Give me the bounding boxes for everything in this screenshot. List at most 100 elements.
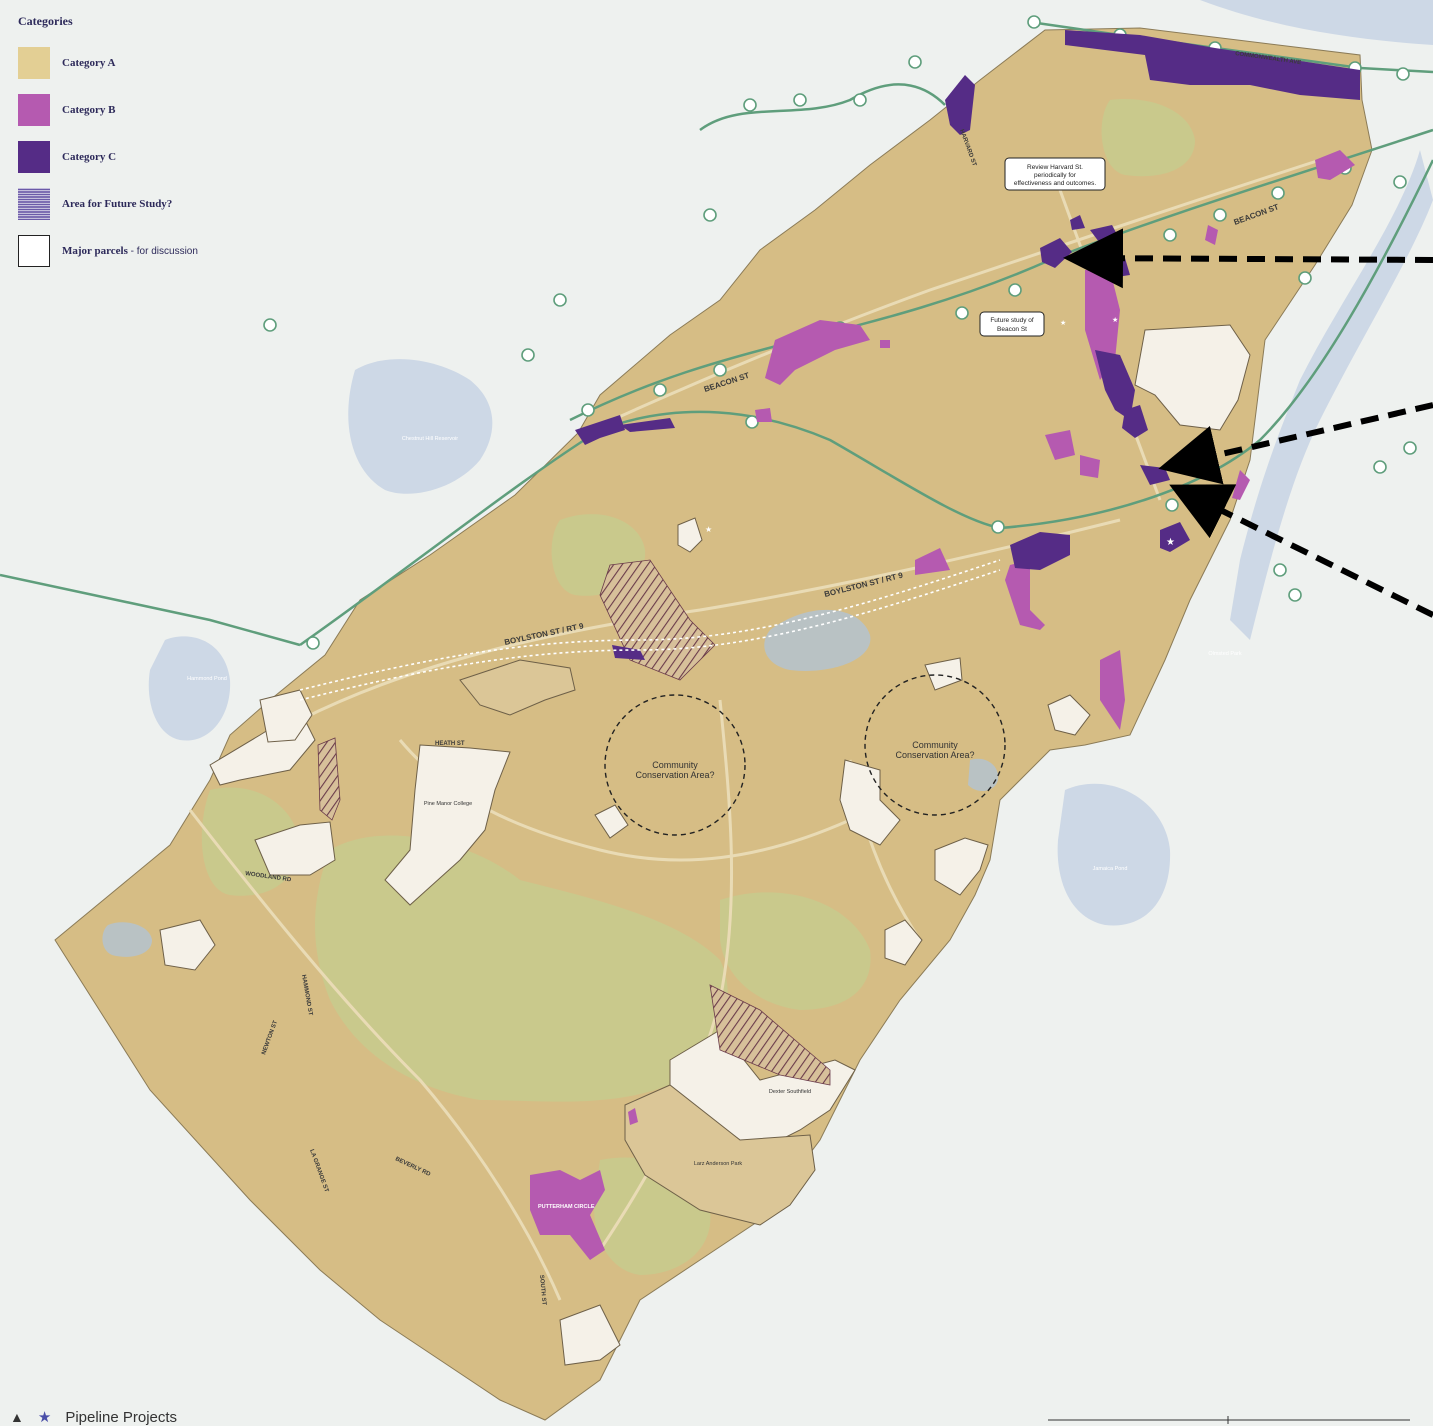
scale-bar (1048, 1416, 1410, 1424)
t-station-icon (1008, 283, 1022, 297)
t-station-icon (1165, 498, 1179, 512)
svg-text:Chestnut Hill Reservoir: Chestnut Hill Reservoir (402, 436, 458, 442)
t-station-icon (703, 208, 717, 222)
legend-item-major-parcels: Major parcels - for discussion (18, 227, 258, 274)
t-station-icon (793, 93, 807, 107)
place-labels: Chestnut Hill Reservoir Hammond Pond Jam… (187, 436, 1242, 1167)
t-station-icon (653, 383, 667, 397)
park-north (1101, 99, 1195, 177)
future-study-hatch-2 (709, 984, 831, 1086)
star-icon: ★ (1112, 316, 1118, 324)
parcel-lower (559, 1304, 621, 1366)
star-icon: ★ (1110, 232, 1119, 243)
pipeline-legend: ▲ ★ Pipeline Projects (10, 1408, 177, 1426)
star-icon: ★ (705, 525, 712, 534)
jamaica-pond (1057, 783, 1171, 926)
green-spaces (201, 99, 1195, 1275)
t-station-icon (1373, 460, 1387, 474)
t-station-icon (745, 415, 759, 429)
svg-text:PUTTERHAM CIRCLE: PUTTERHAM CIRCLE (538, 1204, 595, 1210)
svg-text:Jamaica Pond: Jamaica Pond (1093, 866, 1128, 872)
parcel-beaver (254, 821, 336, 876)
future-study-hatch-3 (317, 737, 341, 821)
legend-item-future-study: Area for Future Study? (18, 180, 258, 227)
t-station-icon (713, 363, 727, 377)
legend-swatch (18, 140, 50, 173)
svg-text:effectiveness and outcomes.: effectiveness and outcomes. (1014, 180, 1096, 187)
callout-boxes: Review Harvard St. periodically for effe… (979, 157, 1106, 337)
t-station-icon (521, 348, 535, 362)
t-station-icon (581, 403, 595, 417)
annotation-arrows (1063, 228, 1433, 618)
conservation-label-4: Conservation Area? (895, 750, 974, 760)
star-icon: ★ (1166, 537, 1175, 548)
t-station-icon (1393, 175, 1407, 189)
svg-text:Pine Manor College: Pine Manor College (424, 801, 472, 807)
major-parcels (159, 324, 1251, 1366)
beacon-callout (979, 311, 1045, 337)
parcel-stockbridge (459, 659, 576, 716)
t-station-icon (955, 306, 969, 320)
legend-swatch (18, 234, 50, 267)
svg-text:Future study of: Future study of (990, 317, 1034, 324)
conservation-circle-west (604, 694, 746, 836)
t-station-icon (743, 98, 757, 112)
legend-title: Categories (18, 14, 73, 28)
t-station-icon (853, 93, 867, 107)
parcel-small-2 (924, 657, 963, 691)
parcel-small-3 (677, 517, 703, 553)
parcel-westmost (259, 689, 313, 743)
t-station-icon (908, 55, 922, 69)
legend-label: Category A (62, 56, 116, 69)
svg-text:Larz Anderson Park: Larz Anderson Park (694, 1161, 743, 1167)
parcel-east-2 (884, 919, 923, 966)
parcel-east-1 (934, 837, 989, 896)
t-station-icon (1273, 563, 1287, 577)
community-conservation-areas: Community Conservation Area? Community C… (604, 674, 1006, 836)
svg-text:Dexter Southfield: Dexter Southfield (769, 1089, 811, 1095)
legend-swatch (18, 187, 50, 220)
harvard-callout (1004, 157, 1106, 191)
svg-text:SOUTH ST: SOUTH ST (538, 1275, 547, 1306)
t-station-icon (991, 520, 1005, 534)
water-bodies (148, 0, 1433, 926)
parcel-center (839, 759, 901, 846)
t-station-icon (1271, 186, 1285, 200)
svg-text:Review Harvard St.: Review Harvard St. (1027, 164, 1083, 171)
t-station-icon (263, 318, 277, 332)
t-station-icon (1163, 228, 1177, 242)
t-station-icon (553, 293, 567, 307)
legend-item-category-a: Category A (18, 39, 258, 86)
conservation-circle-east (864, 674, 1006, 816)
svg-text:Beacon St: Beacon St (997, 326, 1027, 333)
pipeline-label: Pipeline Projects (65, 1408, 178, 1426)
legend-item-category-b: Category B (18, 86, 258, 133)
svg-text:Olmsted Park: Olmsted Park (1208, 651, 1242, 657)
legend-item-category-c: Category C (18, 133, 258, 180)
arrow-village-2 (1169, 484, 1433, 618)
muddy-river (1230, 150, 1433, 640)
conservation-label-1: Community (652, 760, 698, 770)
t-station-icons (263, 15, 1417, 650)
legend-label: Area for Future Study? (62, 197, 173, 210)
parcel-pine-manor (384, 744, 511, 906)
legend-label: Category B (62, 103, 116, 116)
parcel-small-4 (594, 804, 629, 839)
parcel-allandale (624, 1084, 816, 1226)
star-icon: ★ (1060, 319, 1066, 327)
boylston-route (299, 559, 1001, 701)
transit-lines (0, 20, 1433, 647)
arrow-village-1 (1158, 402, 1433, 485)
legend-swatch (18, 46, 50, 79)
svg-text:periodically for: periodically for (1034, 172, 1077, 179)
star-icon: ★ (37, 1409, 52, 1426)
inner-ponds (102, 609, 999, 957)
t-station-icon (1298, 271, 1312, 285)
t-station-icon (1027, 15, 1041, 29)
triangle-icon: ▲ (10, 1409, 24, 1425)
conservation-label-3: Community (912, 740, 958, 750)
category-b-areas (530, 150, 1355, 1260)
svg-text:HEATH ST: HEATH ST (435, 741, 465, 747)
map-legend: Categories Category A Category B Categor… (18, 14, 258, 274)
